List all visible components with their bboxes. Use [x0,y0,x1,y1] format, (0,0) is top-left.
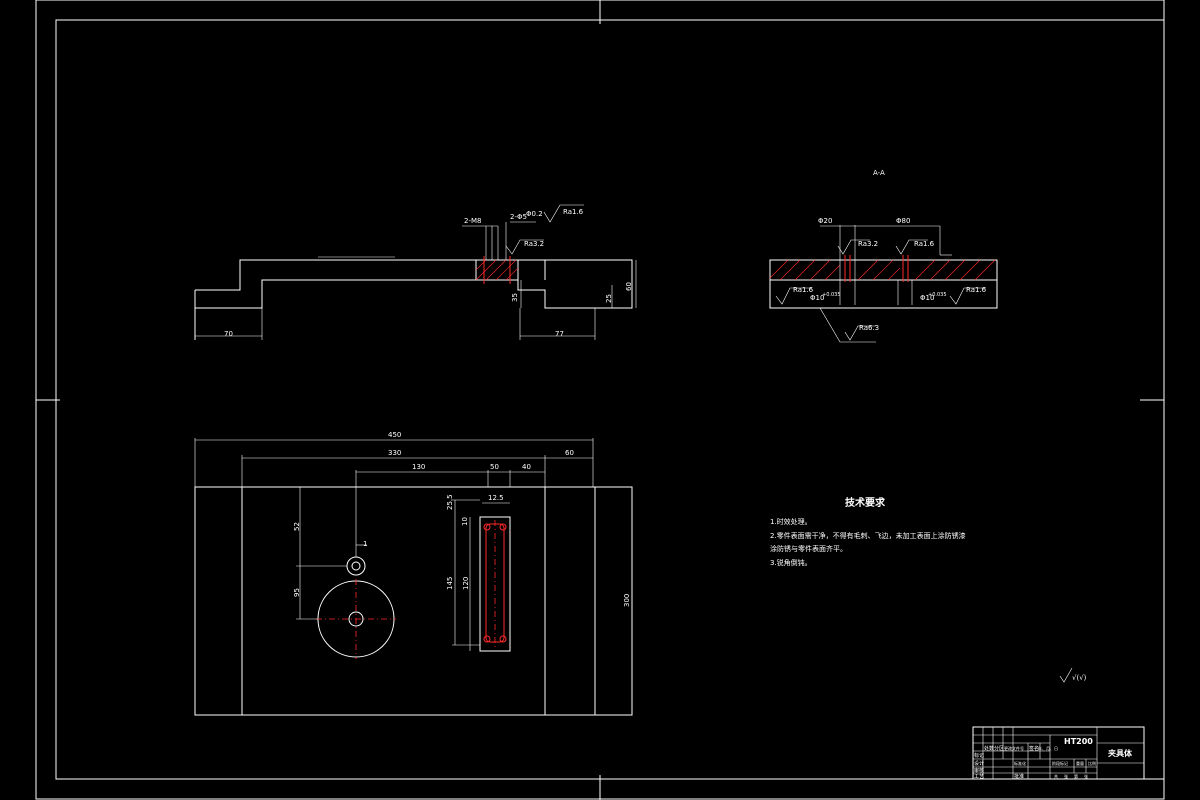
tol-right: +0.035 [928,292,947,298]
label-change-doc: 更改文件号 [1004,745,1024,751]
dim-330: 330 [388,449,401,457]
tech-req-item-4: 3.锐角倒钝。 [770,558,812,567]
dim-145: 145 [446,577,454,590]
label-standard: 标准化 [1014,760,1026,766]
tech-req-item-3: 涂防锈与零件表面齐平。 [770,544,847,553]
dim-phi02: Φ0.2 [526,210,543,218]
dim-35: 35 [511,293,519,302]
label-sheet-no: 第 [1074,773,1078,779]
tech-requirements-title: 技术要求 [845,496,886,509]
label-sign: 签名 [1029,745,1039,752]
general-roughness-note: √(√) [1059,667,1087,683]
label-review: 审核 [974,767,984,774]
dim-10: 10 [461,517,469,526]
label-stage: 阶段标记 [1052,760,1068,766]
dim-40: 40 [522,463,531,471]
label-date: 年、月、日 [1038,745,1058,751]
roughness-ra63-section: Ra6.3 [859,324,879,332]
label-design: 设计 [974,760,984,767]
dim-25: 25 [605,294,613,303]
drawing-frame [35,0,1165,800]
roughness-ra16-section-right: Ra1.6 [966,286,987,294]
dim-52: 52 [293,522,301,531]
part-name-text: 夹具体 [1108,748,1133,758]
tech-req-item-2: 2.零件表面需干净，不得有毛刺、飞边，未加工表面上涂防锈漆 [770,531,966,540]
material-text: HT200 [1064,737,1093,746]
roughness-ra16-section-left: Ra1.6 [793,286,814,294]
dim-95: 95 [293,588,301,597]
dim-25-5: 25.5 [446,494,454,510]
dim-450: 450 [388,431,401,439]
dim-phi10-left: Φ10 [810,294,824,302]
roughness-ra16-top: Ra1.6 [563,208,584,216]
dim-2-m8: 2-M8 [464,217,481,225]
dim-1: 1 [363,540,367,548]
label-zone: 分区 [994,745,1004,752]
label-sheet-total: 共 [1054,773,1058,779]
dim-70: 70 [224,330,233,338]
label-weight: 重量 [1076,760,1084,766]
section-a-a-view: A-A [769,169,998,343]
label-count: 处数 [984,745,994,752]
tol-left: +0.035 [822,292,841,298]
section-title: A-A [873,169,885,177]
title-block: HT200 夹具体 标记 处数 分区 更改文件号 签名 年、月、日 设计 标准化… [972,726,1145,780]
dim-60-plan: 60 [565,449,574,457]
label-scale: 比例 [1088,760,1096,766]
dim-120: 120 [462,577,470,590]
roughness-note-text: √(√) [1072,674,1087,682]
dim-130: 130 [412,463,425,471]
dim-77: 77 [555,330,564,338]
top-profile-view: 70 77 35 25 60 2-M8 2-Φ5 Φ0.2 Ra1.6 Ra3.… [194,204,637,340]
label-approve: 批准 [1014,773,1024,780]
roughness-ra16-section-top: Ra1.6 [914,240,935,248]
tech-req-item-1: 1.时效处理。 [770,517,812,526]
dim-300: 300 [623,594,631,607]
plan-view: 450 330 60 130 50 40 1 52 95 300 12.5 25… [194,431,633,716]
label-process: 工艺 [974,774,984,780]
label-sheet-unit-1: 张 [1064,773,1068,779]
roughness-ra32-section: Ra3.2 [858,240,878,248]
dim-phi80: Φ80 [896,217,910,225]
dim-12-5: 12.5 [488,494,504,502]
dim-60: 60 [625,282,633,291]
label-mark: 标记 [974,752,984,759]
label-sheet-unit-2: 张 [1084,773,1088,779]
dim-phi10-right: Φ10 [920,294,934,302]
roughness-ra32-top: Ra3.2 [524,240,544,248]
dim-phi20: Φ20 [818,217,832,225]
dim-50: 50 [490,463,499,471]
technical-requirements: 技术要求 1.时效处理。 2.零件表面需干净，不得有毛刺、飞边，未加工表面上涂防… [770,496,966,567]
dim-2-phi5: 2-Φ5 [510,213,527,221]
